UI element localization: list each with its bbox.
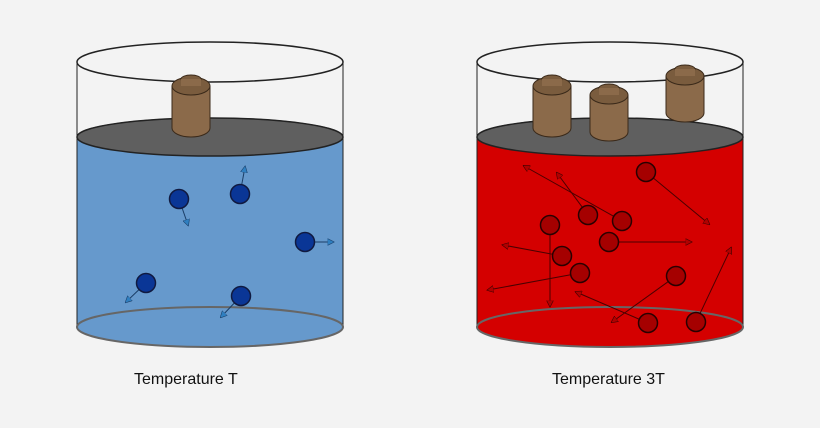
gas-particle (685, 248, 732, 333)
left-top-rim (76, 41, 344, 83)
velocity-arrow (653, 177, 709, 224)
gas-particle (294, 231, 334, 253)
gas-particle (598, 231, 692, 253)
gas-particle (126, 272, 157, 303)
velocity-arrow (503, 245, 553, 255)
particle-dot (635, 161, 657, 183)
particle-dot (539, 214, 561, 236)
gas-particle (557, 173, 599, 226)
gas-particle (221, 285, 252, 318)
velocity-arrow (181, 207, 188, 225)
particle-dot (637, 312, 659, 334)
left-bottom-rim (76, 306, 344, 348)
velocity-arrow (557, 173, 583, 208)
particle-dot (577, 204, 599, 226)
particle-dot (135, 272, 157, 294)
particle-dot (230, 285, 252, 307)
velocity-arrow (242, 167, 245, 185)
velocity-arrow (524, 166, 614, 217)
left-container (76, 41, 344, 348)
particle-dot (569, 262, 591, 284)
weight-icon (589, 83, 629, 142)
left-weights (171, 74, 211, 138)
particle-dot (551, 245, 573, 267)
weight-icon (665, 64, 705, 123)
particle-dot (611, 210, 633, 232)
right-weights (532, 64, 705, 142)
velocity-arrow (221, 302, 235, 317)
particle-dot (665, 265, 687, 287)
gas-particle (635, 161, 710, 225)
gas-particle (524, 166, 633, 232)
gas-particle (612, 265, 687, 323)
right-top-rim (476, 41, 744, 83)
gas-particle (488, 262, 591, 291)
velocity-arrow (126, 289, 140, 302)
right-particles (488, 161, 732, 334)
velocity-arrow (576, 292, 640, 320)
particle-dot (598, 231, 620, 253)
gas-particle (576, 292, 659, 334)
particle-dot (168, 188, 190, 210)
gas-particle (229, 167, 251, 205)
velocity-arrow (612, 281, 669, 322)
velocity-arrow (699, 248, 731, 314)
particle-dot (229, 183, 251, 205)
right-container (476, 41, 744, 348)
gas-particle (168, 188, 190, 226)
weight-icon (532, 74, 572, 138)
left-caption: Temperature T (134, 371, 238, 388)
right-caption: Temperature 3T (552, 371, 665, 388)
weight-icon (171, 74, 211, 138)
particle-dot (685, 311, 707, 333)
velocity-arrow (488, 274, 571, 290)
particle-dot (294, 231, 316, 253)
gas-particle (503, 245, 573, 267)
gas-particle (539, 214, 561, 307)
left-particles (126, 167, 333, 317)
